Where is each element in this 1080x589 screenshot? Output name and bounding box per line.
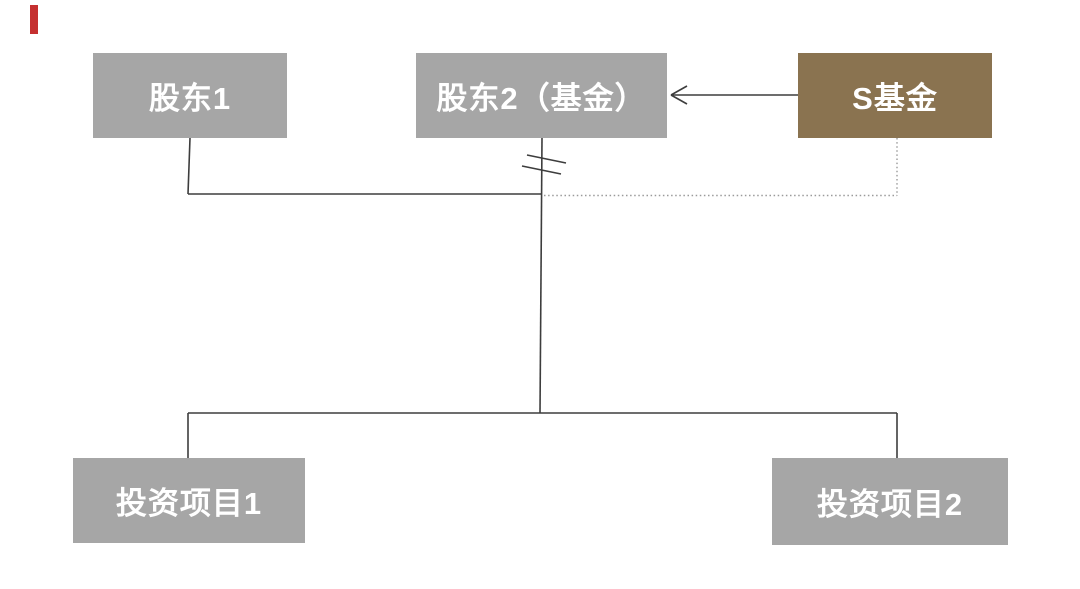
- red-accent-mark: [30, 5, 38, 34]
- arrow-head-upper: [670, 85, 688, 96]
- node-shareholder2-label: 股东2（基金）: [436, 81, 647, 116]
- node-s-fund: S基金: [798, 53, 992, 138]
- node-project1-label: 投资项目1: [115, 486, 263, 521]
- node-shareholder2: 股东2（基金）: [416, 53, 667, 138]
- connector-center-vertical: [539, 137, 543, 414]
- node-project1: 投资项目1: [73, 458, 305, 543]
- arrow-head-lower: [670, 94, 688, 105]
- node-shareholder1: 股东1: [93, 53, 287, 138]
- break-mark-slash-2: [521, 165, 562, 175]
- node-project2-label: 投资项目2: [816, 487, 964, 522]
- node-shareholder1-label: 股东1: [148, 81, 232, 116]
- node-s-fund-label: S基金: [852, 81, 938, 116]
- connector-shareholder1-drop: [187, 137, 191, 195]
- node-project2: 投资项目2: [772, 458, 1008, 545]
- break-mark-slash-1: [526, 154, 567, 164]
